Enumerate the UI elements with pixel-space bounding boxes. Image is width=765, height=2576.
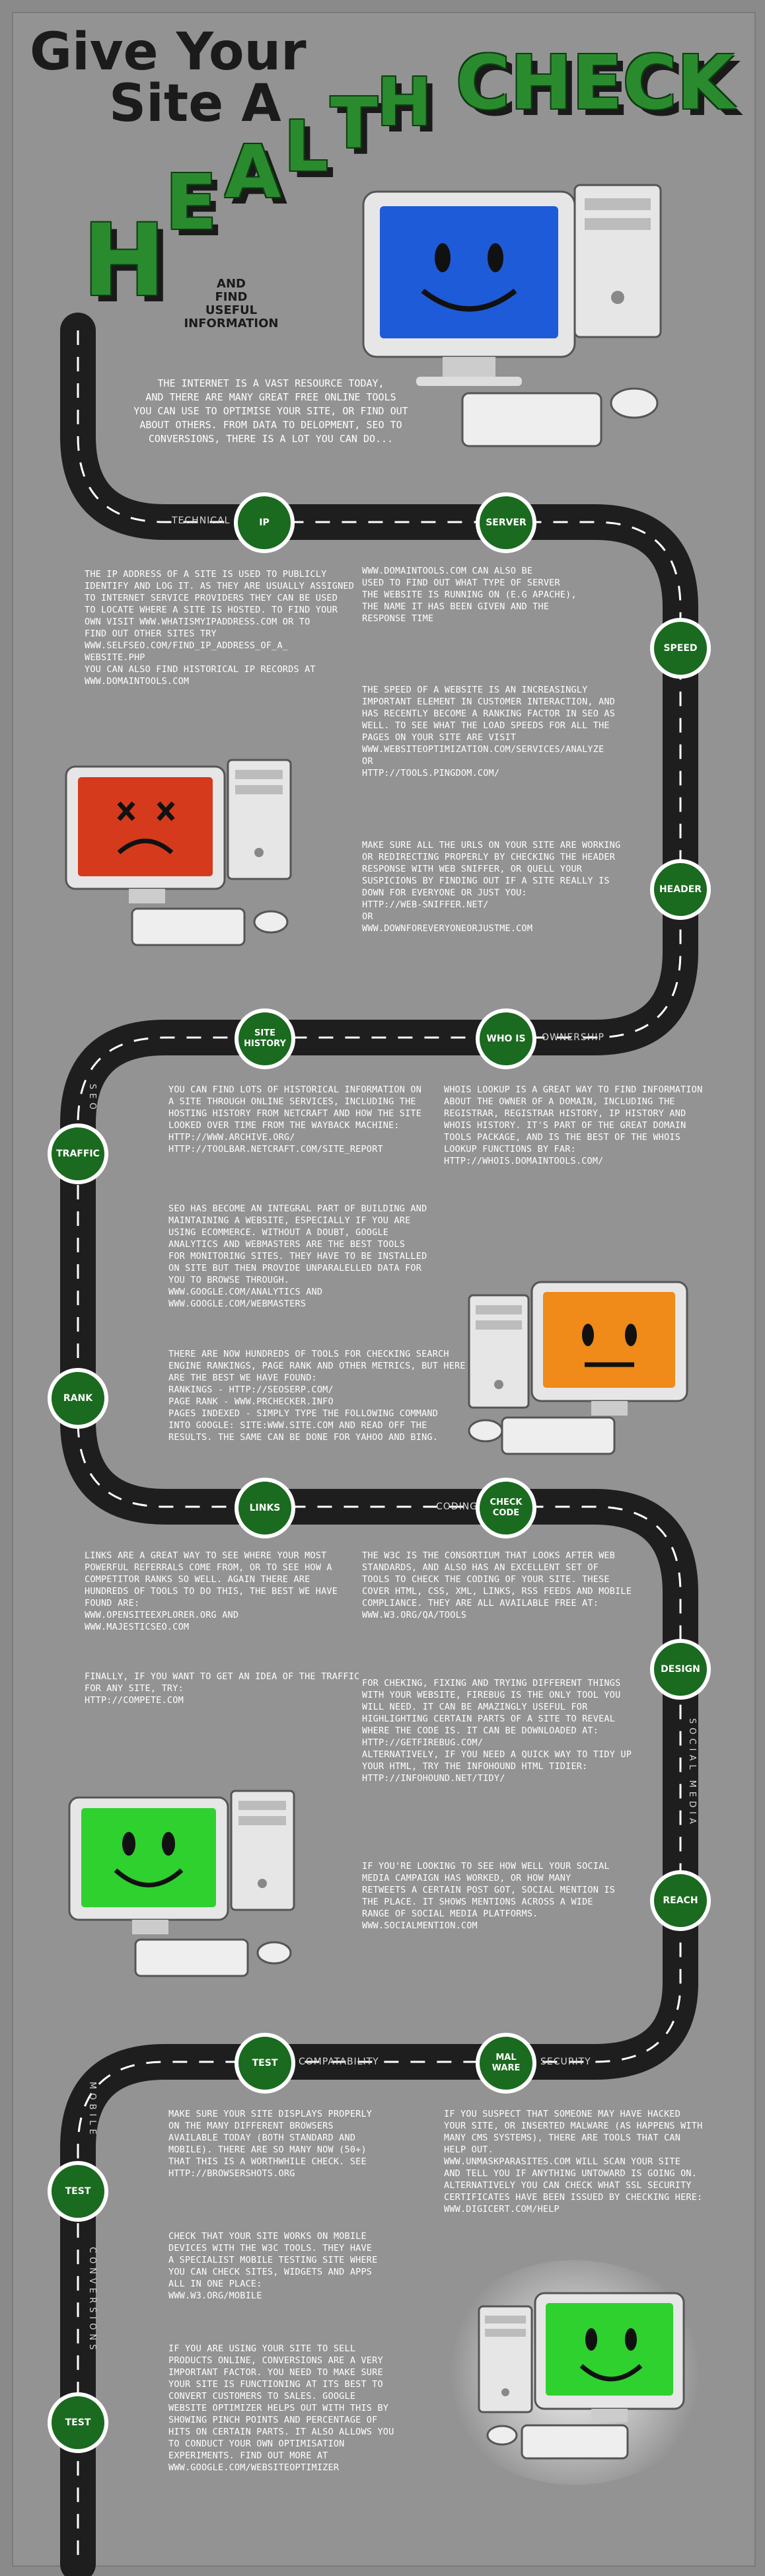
label-social-media: SOCIAL MEDIA xyxy=(687,1718,697,1828)
label-ownership: OWNERSHIP xyxy=(542,1032,604,1043)
badge-mobile-test[interactable]: TEST xyxy=(48,2161,108,2222)
badge-test[interactable]: TEST xyxy=(235,2033,295,2094)
section-conversions-test: IF YOU ARE USING YOUR SITE TO SELL PRODU… xyxy=(168,2343,394,2473)
computer-green-glow-icon xyxy=(478,2292,685,2460)
section-mobile-test: CHECK THAT YOUR SITE WORKS ON MOBILE DEV… xyxy=(168,2231,378,2301)
badge-rank[interactable]: RANK xyxy=(48,1368,108,1429)
badge-mal-ware[interactable]: MAL WARE xyxy=(476,2033,536,2094)
badge-who-is[interactable]: WHO IS xyxy=(476,1008,536,1069)
section-links-traffic: FINALLY, IF YOU WANT TO GET AN IDEA OF T… xyxy=(85,1671,360,1706)
computer-red-sad-icon xyxy=(65,759,292,946)
computer-green-happy-icon xyxy=(68,1790,295,1977)
badge-check-code[interactable]: CHECK CODE xyxy=(476,1478,536,1538)
label-security: SECURITY xyxy=(540,2057,591,2067)
label-coding: CODING xyxy=(436,1501,478,1512)
section-header: MAKE SURE ALL THE URLS ON YOUR SITE ARE … xyxy=(362,840,621,934)
title-line1: Give Your xyxy=(30,22,307,82)
badge-links[interactable]: LINKS xyxy=(235,1478,295,1538)
title-subtitle: AND FIND USEFUL INFORMATION xyxy=(184,277,279,330)
label-seo: SEO xyxy=(87,1084,97,1114)
computer-orange-neutral-icon xyxy=(468,1281,688,1455)
health-letter-h1: H xyxy=(83,204,166,319)
badge-header[interactable]: HEADER xyxy=(650,859,711,920)
section-traffic: SEO HAS BECOME AN INTEGRAL PART OF BUILD… xyxy=(168,1203,427,1309)
health-letter-a: A xyxy=(225,130,281,214)
label-mobile: MOBILE xyxy=(87,2082,97,2139)
health-letter-e: E xyxy=(165,159,217,247)
label-technical: TECHNICAL xyxy=(172,515,231,526)
section-speed: THE SPEED OF A WEBSITE IS AN INCREASINGL… xyxy=(362,685,616,778)
check-word: CHECK xyxy=(456,40,735,126)
section-reach: IF YOU'RE LOOKING TO SEE HOW WELL YOUR S… xyxy=(362,1861,616,1931)
badge-reach[interactable]: REACH xyxy=(650,1870,711,1931)
badge-conversions-test[interactable]: TEST xyxy=(48,2392,108,2453)
section-rank: THERE ARE NOW HUNDREDS OF TOOLS FOR CHEC… xyxy=(168,1349,466,1443)
section-who-is: WHOIS LOOKUP IS A GREAT WAY TO FIND INFO… xyxy=(444,1084,703,1166)
health-letter-t: T xyxy=(330,83,378,164)
intro-text: THE INTERNET IS A VAST RESOURCE TODAY, A… xyxy=(133,377,408,445)
section-site-history: YOU CAN FIND LOTS OF HISTORICAL INFORMAT… xyxy=(168,1084,422,1155)
section-ip: THE IP ADDRESS OF A SITE IS USED TO PUBL… xyxy=(85,569,355,687)
badge-server[interactable]: SERVER xyxy=(476,492,536,553)
badge-speed[interactable]: SPEED xyxy=(650,618,711,679)
section-check-code: THE W3C IS THE CONSORTIUM THAT LOOKS AFT… xyxy=(362,1550,632,1620)
badge-ip[interactable]: IP xyxy=(234,492,295,553)
health-letter-l: L xyxy=(284,106,328,187)
section-design: FOR CHEKING, FIXING AND TRYING DIFFERENT… xyxy=(362,1678,632,1784)
label-compatability: COMPATABILITY xyxy=(299,2057,379,2067)
badge-traffic[interactable]: TRAFFIC xyxy=(48,1123,108,1184)
label-conversions: CONVERSIONS xyxy=(87,2247,97,2354)
title-line2: Site A xyxy=(109,74,281,133)
badge-site-history[interactable]: SITE HISTORY xyxy=(235,1008,295,1069)
section-server: WWW.DOMAINTOOLS.COM CAN ALSO BE USED TO … xyxy=(362,566,577,624)
section-test: MAKE SURE YOUR SITE DISPLAYS PROPERLY ON… xyxy=(168,2109,373,2179)
health-letter-h2: H xyxy=(377,63,432,141)
section-mal-ware: IF YOU SUSPECT THAT SOMEONE MAY HAVE HAC… xyxy=(444,2109,703,2215)
badge-design[interactable]: DESIGN xyxy=(650,1639,711,1700)
section-links: LINKS ARE A GREAT WAY TO SEE WHERE YOUR … xyxy=(85,1550,338,1632)
computer-blue-icon xyxy=(362,184,662,447)
